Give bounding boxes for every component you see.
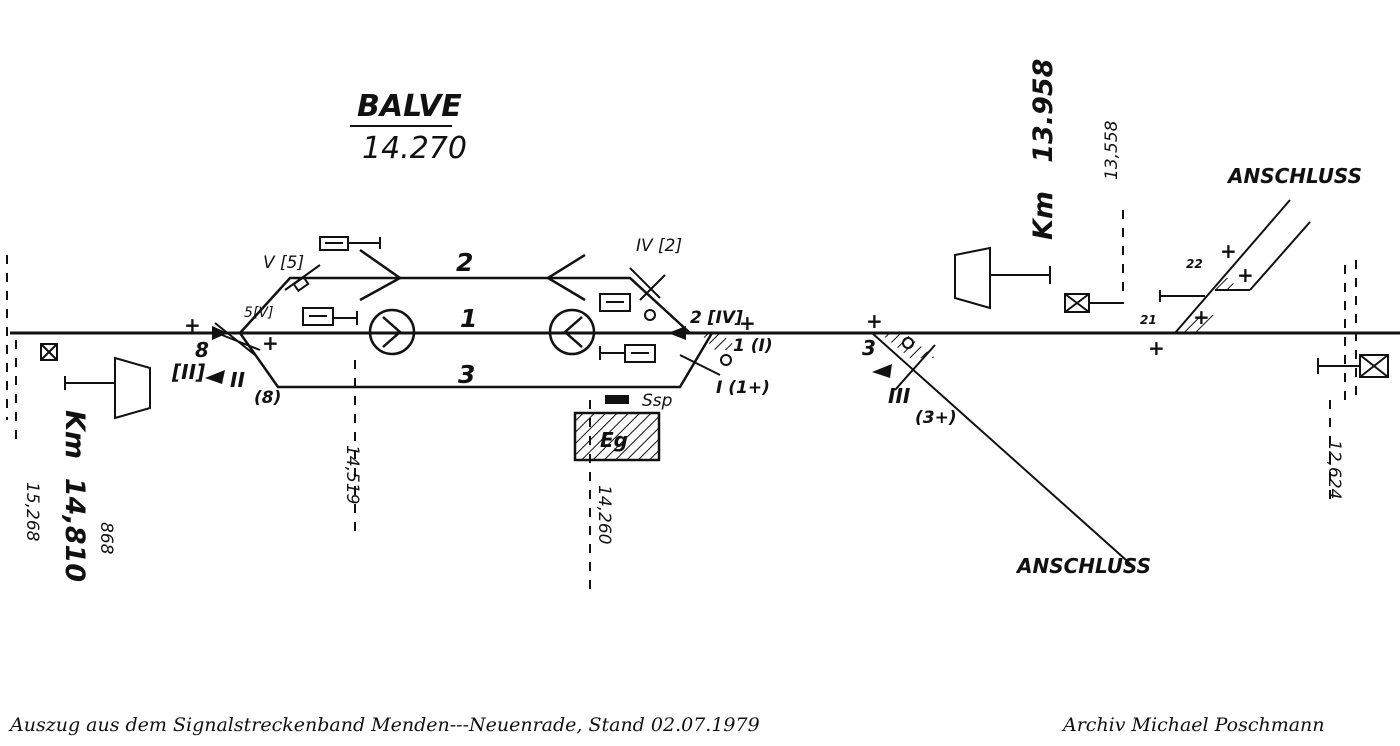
direction-arrow-right: [359, 248, 403, 302]
eg-label: Eg: [600, 428, 628, 452]
signal-22: 22: [1186, 257, 1203, 271]
svg-text:+: +: [1193, 305, 1210, 329]
station-name: BALVE: [357, 89, 462, 124]
trapezoid-sign-right: [954, 246, 991, 310]
track-3-label: 3: [458, 360, 476, 389]
pos-13558: 13,558: [1102, 120, 1122, 180]
footer-source: Auszug aus dem Signalstreckenband Menden…: [10, 714, 760, 736]
signal-II-bracket: [II]: [172, 360, 206, 384]
km-prefix-right: Km: [1028, 190, 1059, 240]
signal-I1: I (1+): [716, 378, 770, 398]
direction-arrow-left: [545, 253, 586, 302]
signal-V5: V [5]: [263, 253, 305, 273]
km-prefix-left: Km: [59, 410, 90, 460]
signal-8: 8: [195, 338, 209, 362]
track-3: [238, 332, 714, 389]
pos-12624: 12,624: [1324, 440, 1344, 500]
signal-3plus: (3+): [915, 408, 957, 428]
anschluss-top-label: ANSCHLUSS: [1228, 164, 1363, 188]
svg-text:+: +: [866, 309, 883, 333]
anschluss-bottom-label: ANSCHLUSS: [1017, 554, 1152, 578]
signal-3: 3: [862, 336, 876, 360]
hatch-4: [1210, 278, 1240, 290]
signal-II: II: [230, 368, 245, 392]
pos-15268: 15,268: [22, 482, 42, 542]
direction-circle-right: [368, 308, 416, 356]
km-left-extra: 868: [96, 522, 116, 555]
pos-14519: 14,519: [342, 445, 362, 505]
svg-text:+: +: [262, 331, 279, 355]
h-signal-3: [599, 293, 631, 312]
svg-text:+: +: [1148, 336, 1165, 360]
pos-14260: 14,260: [594, 485, 614, 545]
km-right-label: Km 13.958: [1028, 58, 1059, 240]
signal-IV2: IV [2]: [636, 236, 683, 256]
ssp-box: [605, 395, 629, 404]
km-right-value: 13.958: [1028, 58, 1059, 163]
signal-2IV: 2 [IV]: [690, 308, 743, 328]
track-1-label: 1: [460, 304, 478, 333]
km-left-label: Km 14,810: [59, 410, 90, 583]
station-km: 14.270: [362, 131, 467, 166]
siding-upper-a: [1174, 199, 1291, 334]
trapezoid-sign-left: [114, 356, 151, 420]
track-2-label: 2: [456, 248, 474, 277]
signal-5V: 5[V]: [244, 305, 274, 321]
signal-21: 21: [1140, 313, 1157, 327]
ssp-label: Ssp: [642, 391, 673, 411]
signal-1I: 1 (I): [733, 336, 773, 356]
hatch-2: [880, 333, 935, 358]
h-signal-2: [302, 307, 334, 326]
crossed-box-left: [40, 343, 58, 361]
svg-text:+: +: [1220, 239, 1237, 263]
siding-upper-b: [1249, 221, 1311, 291]
signal-8-paren: (8): [254, 388, 282, 408]
direction-circle-left: [548, 308, 596, 356]
svg-text:+: +: [739, 311, 756, 335]
svg-text:+: +: [1237, 263, 1254, 287]
svg-text:+: +: [184, 313, 201, 337]
signal-III: III: [888, 384, 911, 408]
eg-building: [573, 411, 661, 462]
km-left-value: 14,810: [59, 477, 90, 583]
track-2: [239, 276, 691, 334]
siding-lower: [871, 332, 1136, 569]
hatch-1: [700, 333, 740, 350]
footer-archive: Archiv Michael Poschmann: [1063, 714, 1325, 736]
hatch-3: [1175, 315, 1215, 333]
